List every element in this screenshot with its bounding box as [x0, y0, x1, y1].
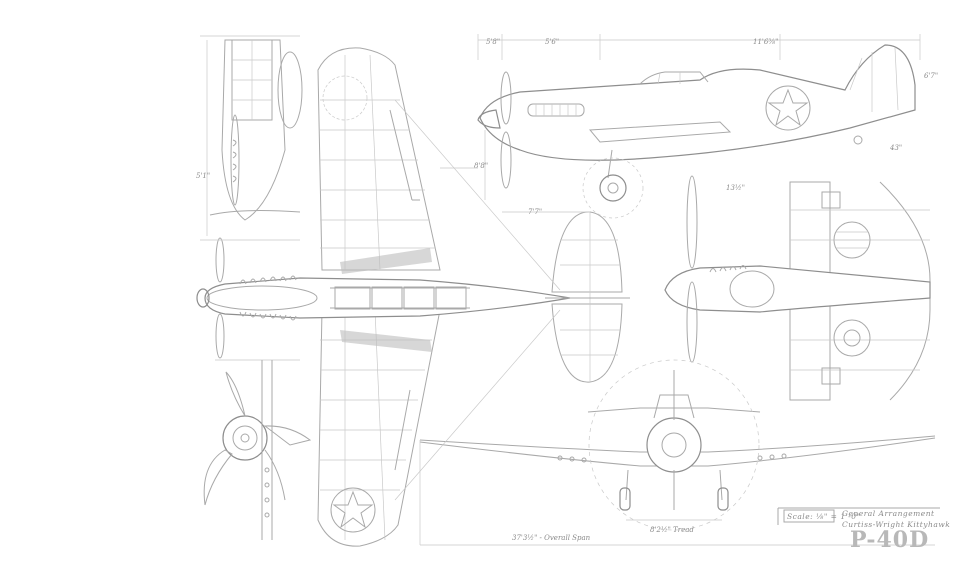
dim-side-tail: 43" — [889, 144, 902, 152]
plan-view — [196, 47, 630, 547]
dim-tread: 8'2½" Tread — [650, 526, 694, 534]
front-view-prop — [203, 359, 312, 540]
dim-side-top-mid: 5'6" — [545, 38, 559, 46]
dim-side-height: 8'8" — [474, 162, 488, 170]
front-view-wingspan: 8'2½" Tread 37'3½" - Overall Span — [419, 359, 936, 546]
model-name: P-40D — [850, 527, 929, 553]
side-elevation: 5'8" 5'6" 11'6⅜" 8'8" 7'7" 13½" 6'7" 43" — [474, 34, 938, 219]
dim-side-top-right: 11'6⅜" — [753, 38, 778, 46]
dim-side-top-left: 5'8" — [486, 38, 500, 46]
dim-side-wheel: 13½" — [726, 184, 745, 192]
front-view: 5'1" — [196, 35, 303, 241]
dim-front-height: 5'1" — [196, 172, 210, 180]
dim-overall-span: 37'3½" - Overall Span — [512, 534, 591, 542]
dim-side-bottom: 7'7" — [528, 208, 542, 216]
leader-lines — [394, 99, 561, 501]
scale-label: Scale: ⅛" = 1'-0" — [787, 512, 860, 521]
title-block: Scale: ⅛" = 1'-0" General Arrangement Cu… — [777, 507, 950, 553]
title-line-2: Curtiss-Wright Kittyhawk — [842, 520, 950, 529]
dim-side-right-height: 6'7" — [924, 72, 938, 80]
title-line-1: General Arrangement — [842, 509, 935, 518]
underside-view — [664, 175, 931, 401]
